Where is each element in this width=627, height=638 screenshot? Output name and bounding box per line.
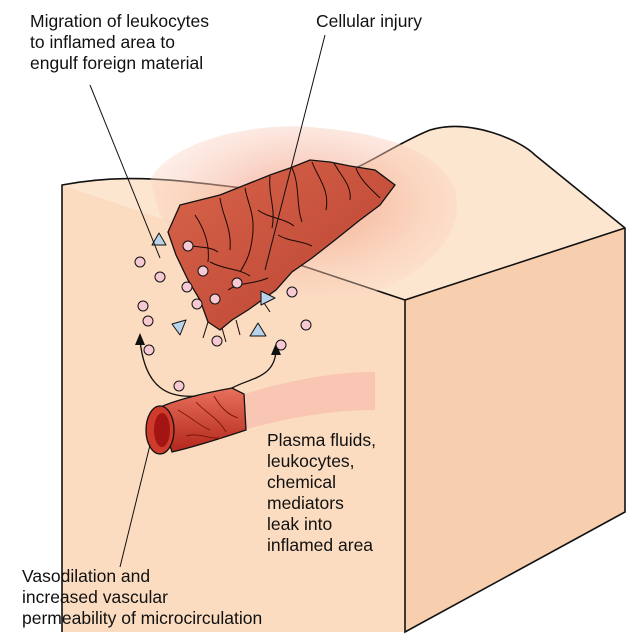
leukocyte	[210, 294, 220, 304]
leukocyte	[135, 257, 145, 267]
leukocyte	[276, 340, 286, 350]
leukocyte	[192, 299, 202, 309]
label-cellular-injury: Cellular injury	[316, 11, 422, 32]
leukocyte	[198, 266, 208, 276]
leukocyte	[287, 287, 297, 297]
leukocyte	[174, 381, 184, 391]
label-vasodilation: Vasodilation and increased vascular perm…	[22, 566, 262, 629]
leukocyte	[232, 278, 242, 288]
leukocyte	[138, 301, 148, 311]
leukocyte	[144, 345, 154, 355]
leukocyte	[301, 320, 311, 330]
leukocyte	[212, 336, 222, 346]
label-migration: Migration of leukocytes to inflamed area…	[30, 11, 209, 74]
leukocyte	[182, 282, 192, 292]
label-plasma-leak: Plasma fluids, leukocytes, chemical medi…	[267, 430, 376, 556]
leukocyte	[155, 272, 165, 282]
leukocyte	[143, 316, 153, 326]
vessel-lumen	[154, 413, 170, 447]
leukocyte	[183, 241, 193, 251]
